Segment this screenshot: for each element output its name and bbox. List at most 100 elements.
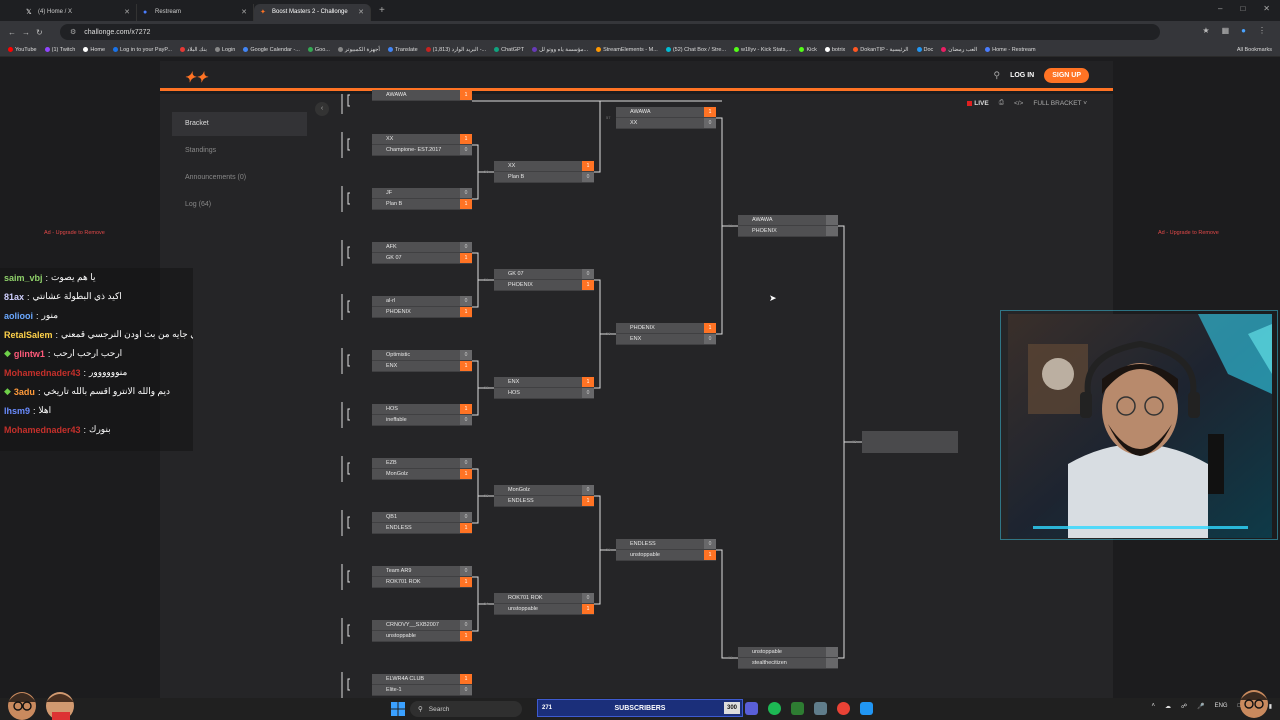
collapse-sidebar-button[interactable]: ‹ [315,102,329,116]
bookmark-item[interactable]: ChatGPT [494,47,524,53]
final-match-tbd[interactable] [862,431,958,453]
reload-icon[interactable]: ↻ [36,27,43,37]
discord-icon[interactable] [745,702,758,715]
battery-icon[interactable]: ▮ [1268,704,1272,710]
embed-icon[interactable]: </> [1013,99,1024,107]
search-icon[interactable]: ⚲ [993,70,1001,80]
bookmark-item[interactable]: بنك البلاد [179,47,207,53]
cloud-icon[interactable]: ☁ [1165,704,1171,710]
mic-icon[interactable]: 🎤 [1197,704,1205,710]
close-window-icon[interactable]: ✕ [1263,4,1270,13]
bookmark-item[interactable]: Doc [916,47,933,53]
bookmark-item[interactable]: (52) Chat Box / Stre... [665,47,726,53]
full-bracket-dropdown[interactable]: FULL BRACKET ˅ [1033,99,1087,107]
bookmark-item[interactable]: Kick [799,47,817,53]
bookmark-item[interactable]: YouTube [8,47,37,53]
bookmark-item[interactable]: (1,813) البريد الوارد -... [425,47,486,53]
usb-icon[interactable]: ☍ [1181,704,1188,710]
extensions-icon[interactable]: ▦ [1221,26,1230,35]
signup-button[interactable]: SIGN UP [1044,68,1089,83]
bracket-player-top[interactable]: unstoppable [738,647,838,658]
nav-item-2[interactable]: Announcements (0) [185,174,247,181]
menu-icon[interactable]: ⋮ [1258,26,1266,35]
all-bookmarks[interactable]: All Bookmarks [1230,46,1272,53]
nav-item-3[interactable]: Log (64) [185,201,212,208]
challonge-logo-icon[interactable]: ✦✦ [184,69,208,85]
bookmark-item[interactable]: Google Calendar -... [243,47,300,53]
spotify-icon[interactable] [768,702,781,715]
windows-start-icon[interactable] [391,702,405,716]
back-icon[interactable]: ← [8,27,16,37]
bookmark-item[interactable]: Home - Restream [985,47,1036,53]
bookmark-star-icon[interactable]: ★ [1202,26,1210,35]
excel-icon[interactable] [791,702,804,715]
nav-item-1[interactable]: Standings [185,147,217,154]
login-button[interactable]: LOG IN [1010,72,1035,79]
bracket-player-top[interactable]: AWAWA [738,215,838,226]
browser-tab-1[interactable]: ●Restream✕ [137,3,254,21]
browser-tab-0[interactable]: 𝕏(4) Home / X✕ [20,3,137,21]
close-icon[interactable]: ✕ [124,9,130,16]
maximize-icon[interactable]: □ [1240,4,1246,13]
bookmark-item[interactable]: Login [214,47,235,53]
bookmark-item[interactable]: (1) Twitch [44,47,75,53]
bookmark-item[interactable]: Translate [387,47,418,53]
profile-icon[interactable]: ● [1241,26,1246,35]
language-indicator[interactable]: ENG [1214,703,1228,709]
close-icon[interactable]: ✕ [241,9,247,16]
browser-tab-2[interactable]: ✦Boost Masters 2 - Challonge✕ [254,3,371,21]
bookmark-item[interactable]: Home [83,47,105,53]
monitor-icon[interactable]: □ [1237,703,1242,709]
ad-right[interactable]: Ad - Upgrade to Remove [1158,230,1219,236]
bookmark-item[interactable]: أجهزة الكمبيوتر [337,47,380,53]
bookmark-item[interactable]: Log in to your PayP... [113,47,172,53]
